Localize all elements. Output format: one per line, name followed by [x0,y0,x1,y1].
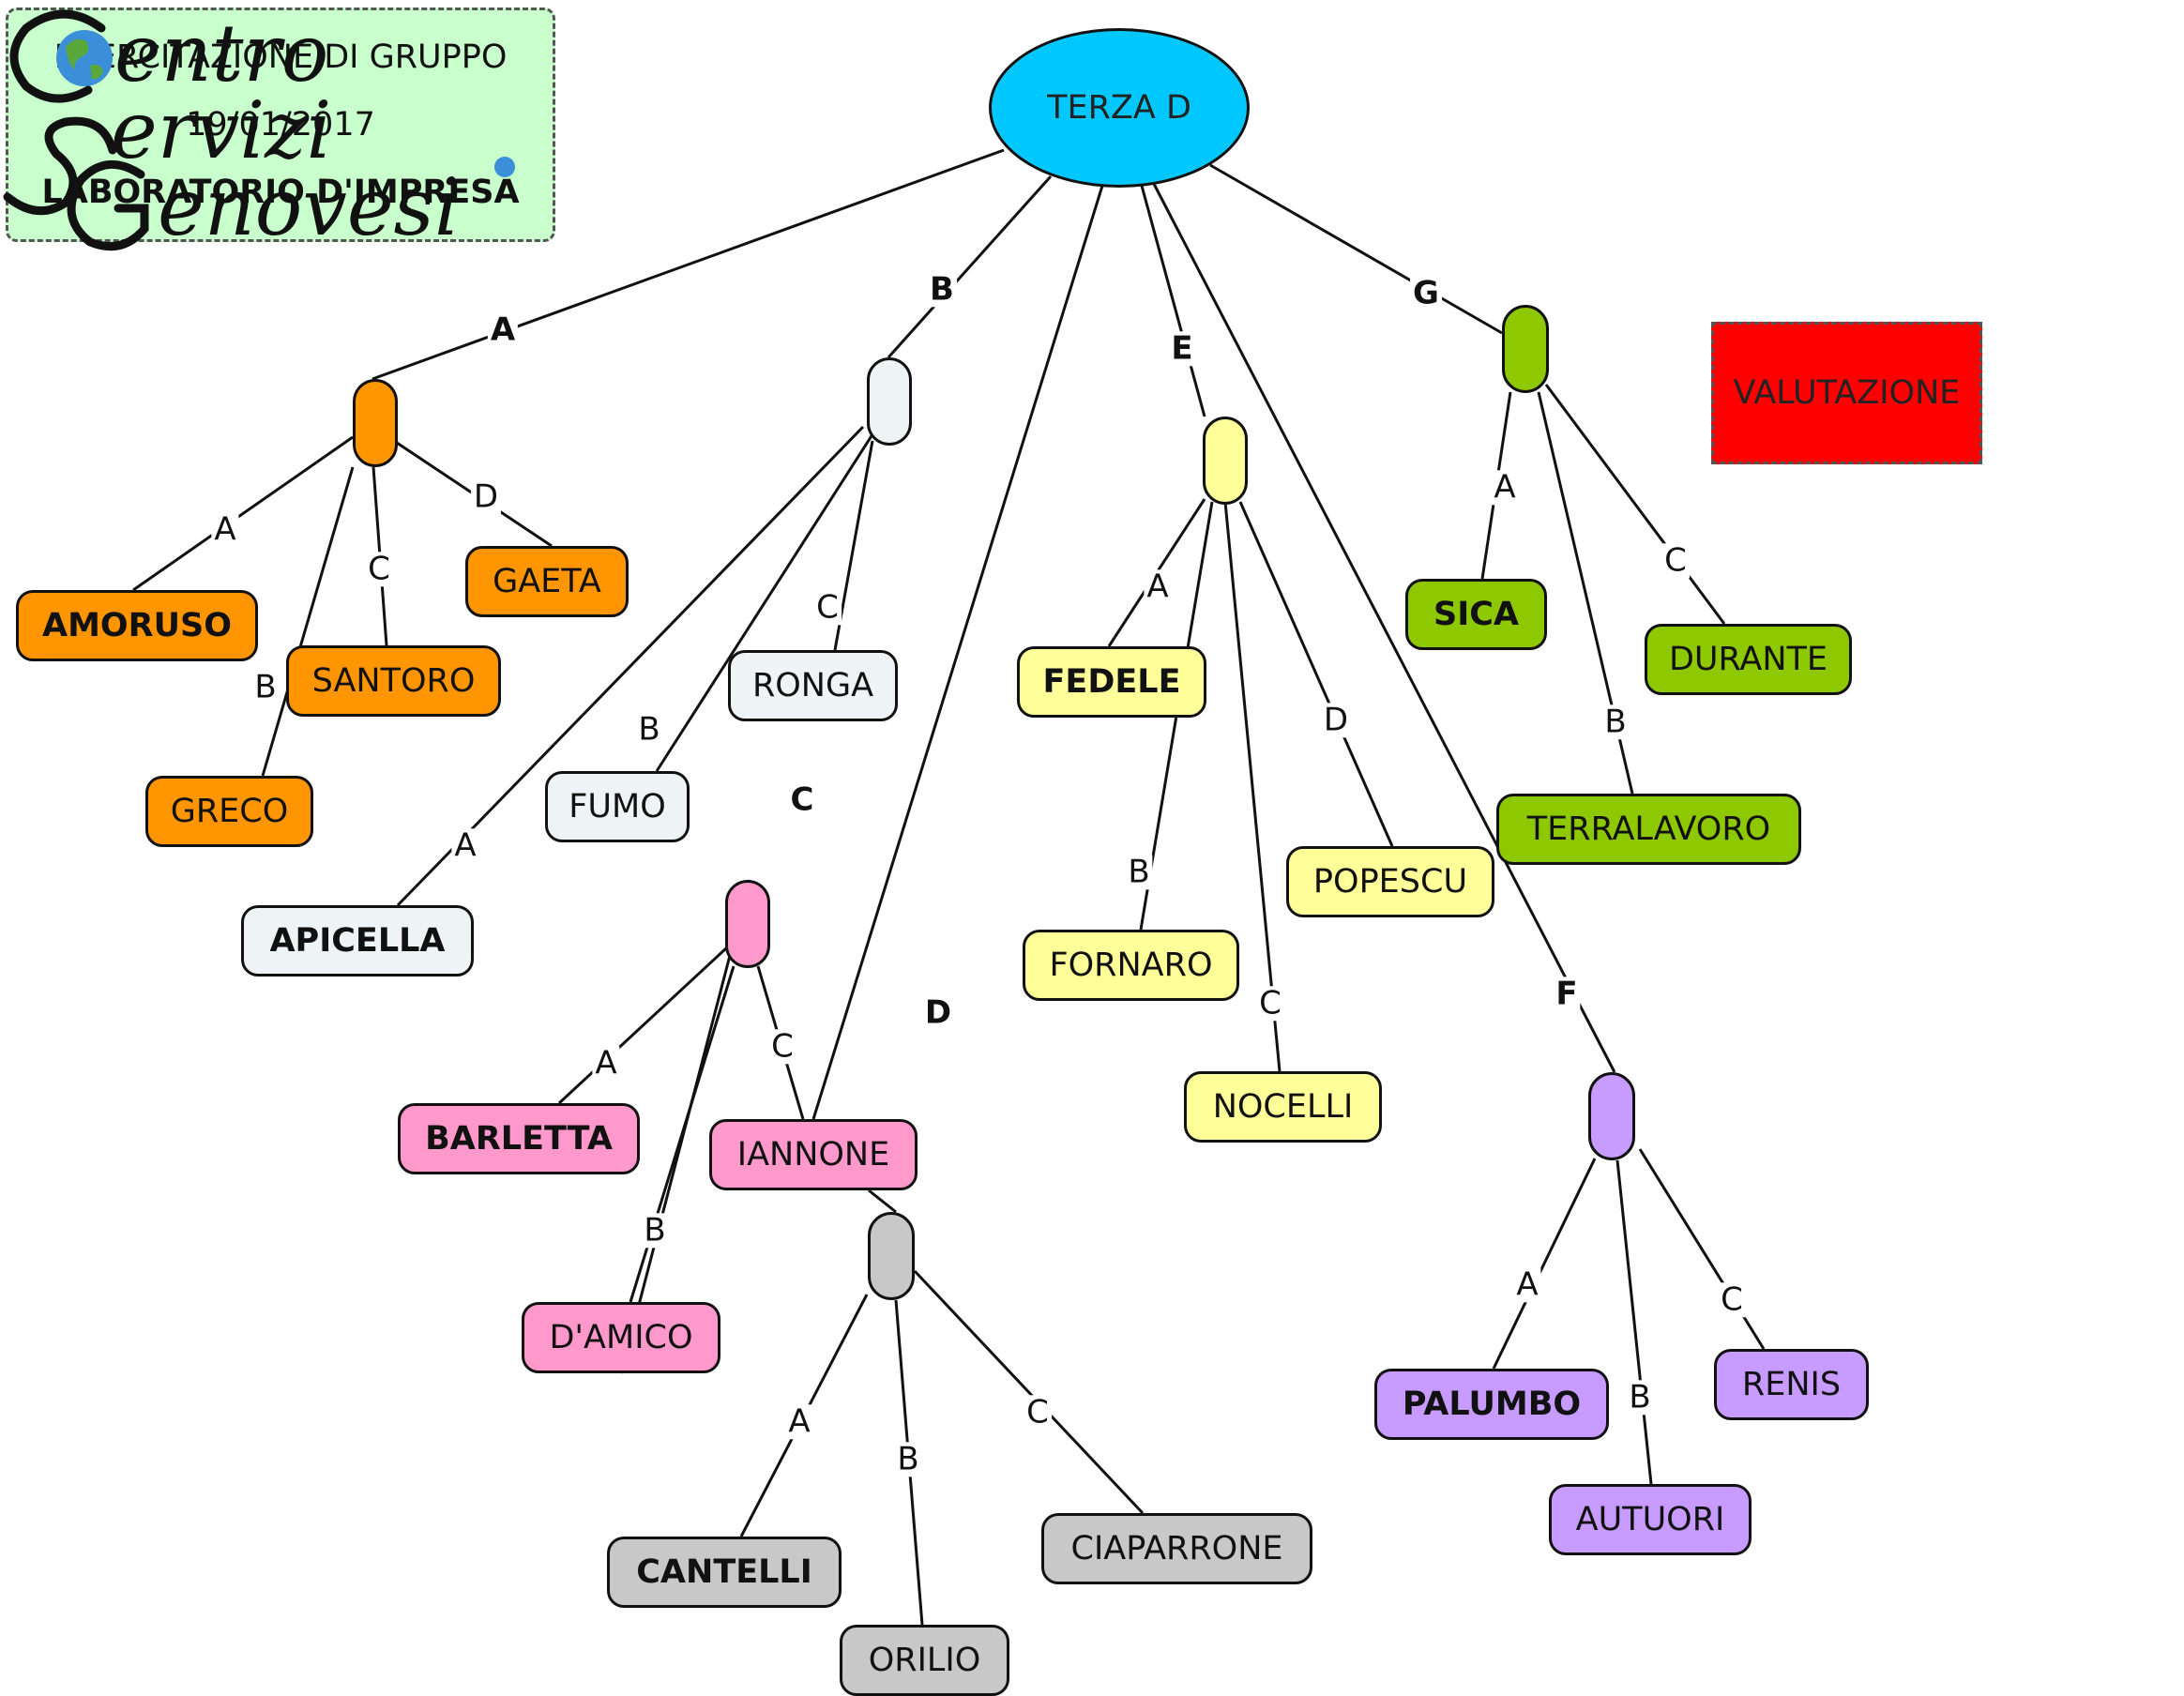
edge-label-member-b-c: C [813,589,842,626]
edge-label-member-e-c: C [1256,985,1284,1022]
group-node-b[interactable] [867,357,912,446]
edge-label-member-f-b: B [1626,1379,1654,1416]
edge-label-member-g-b: B [1601,704,1630,740]
member-node-f-a[interactable]: PALUMBO [1374,1369,1609,1440]
edge-label-group-a: A [487,311,519,348]
group-node-f[interactable] [1588,1072,1635,1160]
edge-member-b-b [655,431,876,772]
globe-small-icon [494,157,515,177]
edge-label-group-b: B [927,271,957,308]
member-node-d-b[interactable]: ORILIO [840,1625,1009,1696]
member-node-g-c[interactable]: DURANTE [1645,624,1852,695]
edge-member-c-a [557,946,729,1105]
member-node-e-c[interactable]: NOCELLI [1184,1071,1382,1143]
edge-label-member-a-c: C [365,551,393,587]
edge-label-group-g: G [1410,275,1442,311]
member-node-e-d[interactable]: POPESCU [1286,846,1494,917]
edge-member-f-c [1638,1148,1766,1350]
group-node-c[interactable] [725,880,770,968]
edge-member-d-c [913,1269,1145,1515]
edge-member-a-b [261,466,355,777]
valutazione-box[interactable]: VALUTAZIONE [1711,322,1982,464]
info-date: 19/01/2017 [186,106,375,144]
member-node-c-b[interactable]: D'AMICO [522,1302,720,1373]
logo-line-centro: entro [114,8,328,99]
edge-group-a [372,148,1005,381]
edge-label-group-f: F [1553,976,1581,1012]
edge-group-f [1152,183,1616,1073]
edge-label-member-c-a: A [592,1045,620,1082]
edge-member-e-d [1238,501,1394,847]
edge-label-member-f-a: A [1513,1266,1541,1303]
edge-label-member-g-c: C [1661,542,1690,579]
member-node-e-a[interactable]: FEDELE [1017,646,1206,718]
member-node-f-b[interactable]: AUTUORI [1549,1484,1752,1555]
member-node-f-c[interactable]: RENIS [1714,1349,1869,1420]
edge-label-member-b-b: B [635,711,663,748]
root-node[interactable]: TERZA D [989,28,1250,188]
member-node-b-b[interactable]: FUMO [545,771,690,842]
edge-label-member-c-b: B [641,1212,669,1249]
edge-label-member-g-a: A [1491,469,1519,506]
member-node-g-a[interactable]: SICA [1405,579,1547,650]
edge-label-group-c: C [787,781,817,818]
edge-label-member-c-c: C [768,1028,796,1065]
group-node-e[interactable] [1203,416,1248,505]
edge-group-e [1140,185,1206,417]
group-node-g[interactable] [1502,305,1549,393]
edge-label-member-b-a: A [451,827,479,864]
edge-label-group-e: E [1168,330,1196,367]
logo-line-servizi: ervizi [111,84,331,176]
edge-member-f-b [1615,1159,1653,1485]
edge-label-member-d-a: A [785,1403,813,1440]
edge-group-d-cont [868,1189,897,1214]
edge-group-d [811,185,1104,1120]
edge-member-f-a [1492,1158,1597,1370]
edge-label-member-e-d: D [1320,702,1352,738]
edge-label-member-d-c: C [1024,1394,1052,1431]
edge-label-member-a-a: A [211,511,239,548]
member-node-a-c[interactable]: SANTORO [286,645,501,717]
edge-group-b [887,174,1053,359]
member-node-c-c[interactable]: IANNONE [709,1119,918,1190]
group-node-a[interactable] [353,379,398,467]
logo-line-genovesi: enovesi [158,161,460,253]
member-node-d-c[interactable]: CIAPARRONE [1041,1513,1312,1584]
edge-label-member-f-c: C [1718,1281,1746,1318]
edge-member-e-c [1223,501,1282,1072]
edge-member-a-a [132,435,354,592]
member-node-b-a[interactable]: APICELLA [241,905,474,977]
edge-member-g-c [1544,384,1726,625]
member-node-d-a[interactable]: CANTELLI [607,1537,842,1608]
member-node-c-a[interactable]: BARLETTA [398,1103,640,1174]
info-title: ESERCITAZIONE DI GRUPPO [53,38,508,76]
member-node-a-d[interactable]: GAETA [465,546,629,617]
edge-label-member-e-b: B [1125,854,1153,890]
edge-group-g [1209,163,1503,335]
member-node-a-a[interactable]: AMORUSO [16,590,258,661]
edge-label-member-d-b: B [894,1441,922,1477]
edge-member-b-a [396,425,865,907]
group-node-d[interactable] [868,1212,915,1300]
member-node-g-b[interactable]: TERRALAVORO [1496,794,1801,865]
member-node-e-b[interactable]: FORNARO [1023,930,1239,1001]
member-node-a-b[interactable]: GRECO [145,776,313,847]
edge-label-member-e-a: A [1144,568,1172,605]
member-node-b-c[interactable]: RONGA [728,650,898,721]
centro-servizi-genovesi-logo: entro ervizi enovesi [3,8,515,253]
globe-icon [56,30,113,86]
edge-label-member-a-d: D [470,478,502,515]
edge-label-group-d: D [921,994,955,1031]
edge-label-member-a-b: B [251,669,280,705]
